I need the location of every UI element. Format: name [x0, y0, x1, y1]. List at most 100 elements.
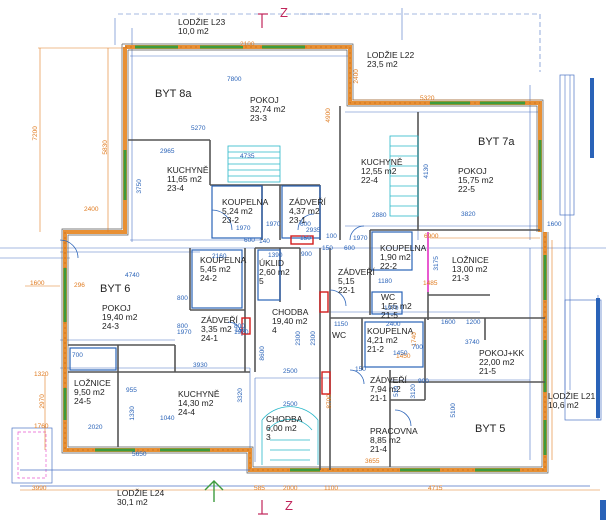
stair-south [261, 406, 319, 465]
dim-blue: 5100 [449, 403, 457, 418]
dim-blue: 3750 [135, 179, 143, 194]
section-mark: Z [280, 5, 288, 20]
stair-east [389, 135, 419, 217]
dim-blue: 2020 [88, 424, 103, 431]
dim-blue: 2400 [386, 321, 401, 328]
dim-blue: 1970 [234, 329, 249, 336]
dim-blue: 800 [177, 323, 188, 330]
dim-blue: 600 [344, 245, 355, 252]
dim-blue: 2300 [309, 331, 317, 346]
dim-blue: 510 [393, 385, 401, 397]
dim-blue: 5650 [132, 451, 147, 458]
dim-orange: 1760 [34, 423, 49, 430]
dim-blue: 1970 [384, 305, 399, 312]
dim-orange: 4900 [324, 108, 332, 123]
dim-blue: 1390 [268, 252, 283, 259]
dim-blue: 100 [326, 233, 337, 240]
dim-orange: 585 [254, 485, 265, 492]
dim-blue: 1200 [466, 319, 481, 326]
unit-label-byt6: BYT 6 [100, 283, 131, 295]
dim-blue: 1970 [177, 329, 192, 336]
dim-orange: 7200 [31, 126, 39, 141]
dim-blue: 700 [72, 352, 83, 359]
dim-blue: 7800 [227, 76, 242, 83]
room-label: WC [332, 330, 347, 340]
partitions [69, 185, 424, 371]
dim-orange: 4715 [428, 485, 443, 492]
loggia-outlines [11, 74, 602, 487]
dim-blue: 2300 [294, 331, 302, 346]
dim-orange: 1600 [30, 280, 45, 287]
dim-blue: 1330 [128, 406, 136, 421]
dim-blue: 1970 [266, 221, 281, 228]
unit-label-byt7a: BYT 7a [478, 136, 515, 148]
dim-blue: 1150 [334, 321, 348, 328]
dim-blue: 150 [300, 235, 311, 242]
dim-blue: 700 [412, 344, 423, 351]
dim-blue: 600 [300, 221, 311, 228]
dim-orange: 2400 [84, 206, 99, 213]
dim-blue: 900 [418, 378, 429, 385]
dim-blue: 4740 [125, 272, 140, 279]
dim-blue: 3820 [461, 211, 476, 218]
dim-blue: 600 [244, 237, 255, 244]
dim-blue: 150 [355, 366, 366, 373]
dim-blue: 1600 [547, 221, 562, 228]
stair-north [227, 145, 281, 183]
dim-orange: 2000 [283, 485, 298, 492]
dim-orange: 1100 [324, 485, 338, 492]
orange-dim-lines [20, 47, 600, 491]
dim-orange: 8700 [325, 394, 333, 409]
dim-blue: 2160 [212, 253, 227, 260]
dim-blue: 2500 [283, 401, 298, 408]
unit-label-byt8a: BYT 8a [155, 88, 192, 100]
dim-blue: 3740 [465, 339, 480, 346]
dim-blue: 3120 [409, 384, 417, 399]
dim-blue: 1450 [393, 350, 408, 357]
dim-blue: 1040 [160, 415, 175, 422]
edge-bars [590, 78, 606, 520]
dim-blue: 2965 [160, 148, 175, 155]
dim-orange: 5830 [101, 140, 109, 155]
interior-walls [68, 106, 545, 470]
dim-blue: 150 [322, 245, 333, 252]
dim-blue: 2880 [372, 212, 387, 219]
dim-blue: 140 [259, 238, 270, 245]
red-marks [241, 235, 331, 395]
section-arrows [258, 13, 268, 515]
dim-blue: 4735 [240, 153, 255, 160]
door-swings [59, 209, 412, 427]
dim-blue: 900 [301, 251, 312, 258]
windows [63, 45, 547, 472]
dim-orange: 3655 [365, 458, 380, 465]
entry-arrow [204, 480, 224, 502]
dim-blue: 4130 [422, 164, 430, 179]
dim-blue: 800 [234, 323, 245, 330]
dim-orange: 1485 [423, 280, 438, 287]
dim-blue: 1180 [378, 278, 392, 285]
dim-orange: 2100 [240, 41, 255, 48]
dim-blue: 150 [235, 327, 246, 334]
dim-orange: 296 [74, 282, 85, 289]
dim-orange: 1450 [396, 353, 411, 360]
